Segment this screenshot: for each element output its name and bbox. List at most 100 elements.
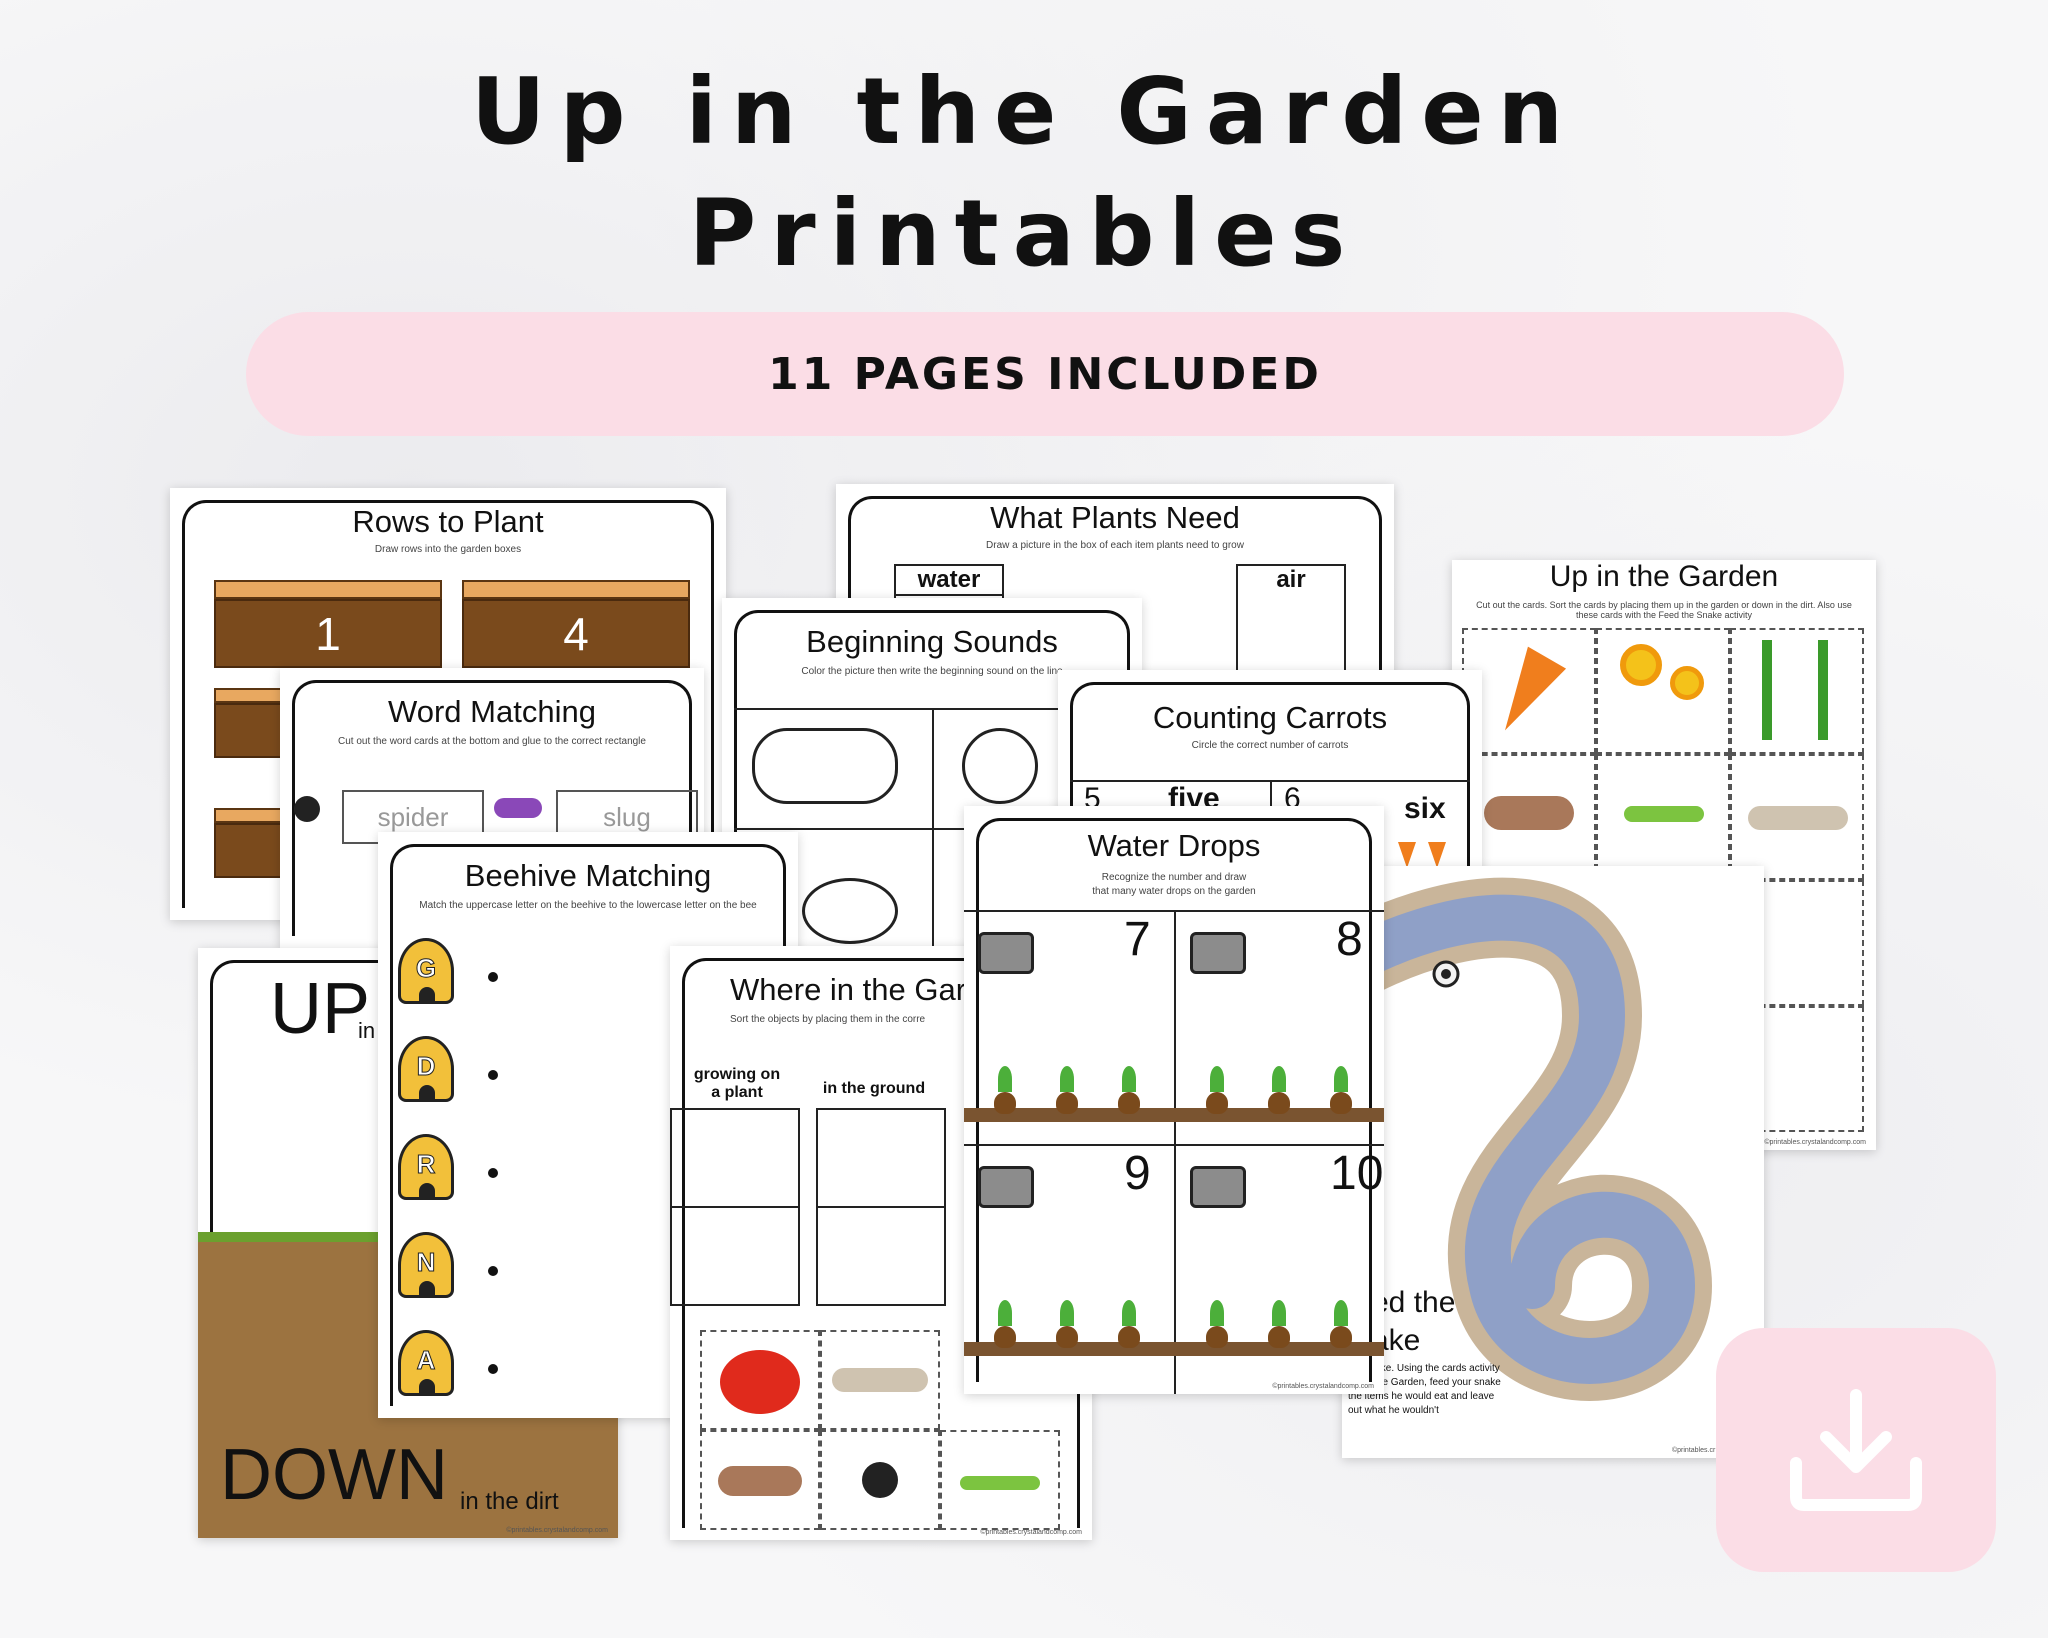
sort-cell: [816, 1206, 946, 1306]
sprout-icon: [1268, 1066, 1290, 1114]
page-feed-the-snake: ed the ake the snake. Using the cards ac…: [1342, 866, 1764, 1458]
beehive-icon: N: [398, 1232, 454, 1298]
sunflower-icon: [1670, 666, 1704, 700]
water-drops-number: 9: [1124, 1147, 1151, 1200]
pages-included-badge: 11 PAGES INCLUDED: [246, 312, 1844, 436]
water-drops-subtitle-2: that many water drops on the garden: [1092, 886, 1256, 897]
beehive-icon: D: [398, 1036, 454, 1102]
download-icon: [1790, 1389, 1922, 1511]
match-dot: [488, 1168, 498, 1178]
spider-icon: [294, 796, 320, 822]
match-dot: [488, 972, 498, 982]
word-matching-subtitle: Cut out the word cards at the bottom and…: [338, 736, 646, 747]
page-title-line2: Printables: [688, 180, 1360, 287]
counting-carrots-title: Counting Carrots: [1152, 700, 1388, 735]
match-dot: [488, 1070, 498, 1080]
spider-icon: [862, 1462, 898, 1498]
where-subtitle: Sort the objects by placing them in the …: [730, 1014, 926, 1025]
snake-illustration: [1342, 877, 1713, 1401]
sprout-icon: [994, 1300, 1016, 1348]
sprout-icon: [1056, 1066, 1078, 1114]
match-dot: [488, 1266, 498, 1276]
grub-icon: [1748, 806, 1848, 830]
download-button[interactable]: [1716, 1328, 1996, 1572]
grub-icon: [832, 1368, 928, 1392]
card-grub: [1730, 754, 1864, 880]
column-label-ground: in the ground: [822, 1080, 926, 1097]
snake-instructions: the snake. Using the cards activity Up i…: [1348, 1363, 1501, 1416]
sprout-icon: [1206, 1300, 1228, 1348]
carrot-icon: [1398, 842, 1416, 868]
sunflower-icon: [1620, 644, 1662, 686]
cut-card-worm: [700, 1430, 820, 1530]
cards-title: Up in the Garden: [1549, 560, 1779, 593]
beehive-letter: A: [416, 1345, 436, 1376]
cards-subtitle: Cut out the cards. Sort the cards by pla…: [1476, 600, 1852, 620]
soil-strip: [1174, 1108, 1384, 1122]
slug-icon: [494, 798, 542, 818]
carrot-icon: [1428, 842, 1446, 868]
cards-footer: ©printables.crystalandcomp.com: [1764, 1139, 1866, 1146]
tomato-icon: [720, 1350, 800, 1414]
poster-up-text: UP: [270, 969, 371, 1049]
beehive-icon: R: [398, 1134, 454, 1200]
card-corn: [1730, 628, 1864, 754]
beginning-sounds-subtitle: Color the picture then write the beginni…: [801, 666, 1063, 677]
what-plants-need-subtitle: Draw a picture in the box of each item p…: [986, 540, 1244, 551]
soil-strip: [1174, 1342, 1384, 1356]
cut-card-tomato: [700, 1330, 820, 1430]
poster-footer: ©printables.crystalandcomp.com: [506, 1527, 608, 1534]
beehive-icon: A: [398, 1330, 454, 1396]
beginning-sounds-title: Beginning Sounds: [806, 624, 1058, 659]
page-title-line1: Up in the Garden: [470, 58, 1578, 165]
grasshopper-icon: [1624, 806, 1704, 822]
count-option: six: [1404, 792, 1446, 825]
garden-box-1: 1: [214, 580, 442, 668]
poster-in-text: in: [358, 1018, 376, 1043]
water-drops-subtitle-1: Recognize the number and draw: [1101, 872, 1247, 883]
garden-box-number: 4: [563, 607, 589, 660]
snake-footer: ©printables.cr: [1672, 1447, 1716, 1454]
beehive-letter: G: [415, 953, 437, 984]
snail-outline-icon: [962, 728, 1038, 804]
rows-to-plant-subtitle: Draw rows into the garden boxes: [374, 544, 522, 555]
water-drops-footer: ©printables.crystalandcomp.com: [1272, 1383, 1374, 1390]
card-grasshopper: [1596, 754, 1730, 880]
watering-can-icon: [978, 1166, 1034, 1208]
where-footer: ©printables.crystalandcomp.com: [980, 1529, 1082, 1536]
card-carrot: [1462, 628, 1596, 754]
carrot-icon: [1485, 646, 1567, 742]
sprout-icon: [1118, 1300, 1140, 1348]
water-drops-number: 7: [1124, 913, 1151, 966]
beehive-letter: N: [416, 1247, 436, 1278]
match-dot: [488, 1364, 498, 1374]
grasshopper-icon: [960, 1476, 1040, 1490]
ant-outline-icon: [752, 728, 898, 804]
sort-cell: [816, 1108, 946, 1208]
beehive-subtitle: Match the uppercase letter on the beehiv…: [419, 900, 757, 911]
cut-card-spider: [820, 1430, 940, 1530]
sprout-icon: [994, 1066, 1016, 1114]
card-sunflowers: [1596, 628, 1730, 754]
sprout-icon: [1056, 1300, 1078, 1348]
garden-box-number: 1: [315, 607, 341, 660]
word-matching-title: Word Matching: [388, 694, 596, 729]
beehive-title: Beehive Matching: [464, 858, 712, 893]
sprout-icon: [1268, 1300, 1290, 1348]
cut-card-grub: [820, 1330, 940, 1430]
water-drops-number: 10: [1330, 1147, 1384, 1200]
corn-icon: [1762, 640, 1772, 740]
card-worm: [1462, 754, 1596, 880]
corn-icon: [1818, 640, 1828, 740]
sprout-icon: [1206, 1066, 1228, 1114]
need-label-water: water: [896, 566, 1002, 596]
rows-to-plant-title: Rows to Plant: [352, 504, 544, 539]
worm-icon: [1484, 796, 1574, 830]
counting-carrots-subtitle: Circle the correct number of carrots: [1191, 740, 1349, 751]
beehive-letter: D: [416, 1051, 436, 1082]
worm-icon: [718, 1466, 802, 1496]
carrot-outline-icon: [802, 878, 898, 944]
sprout-icon: [1118, 1066, 1140, 1114]
poster-down-text: DOWN: [220, 1435, 448, 1515]
watering-can-icon: [1190, 1166, 1246, 1208]
